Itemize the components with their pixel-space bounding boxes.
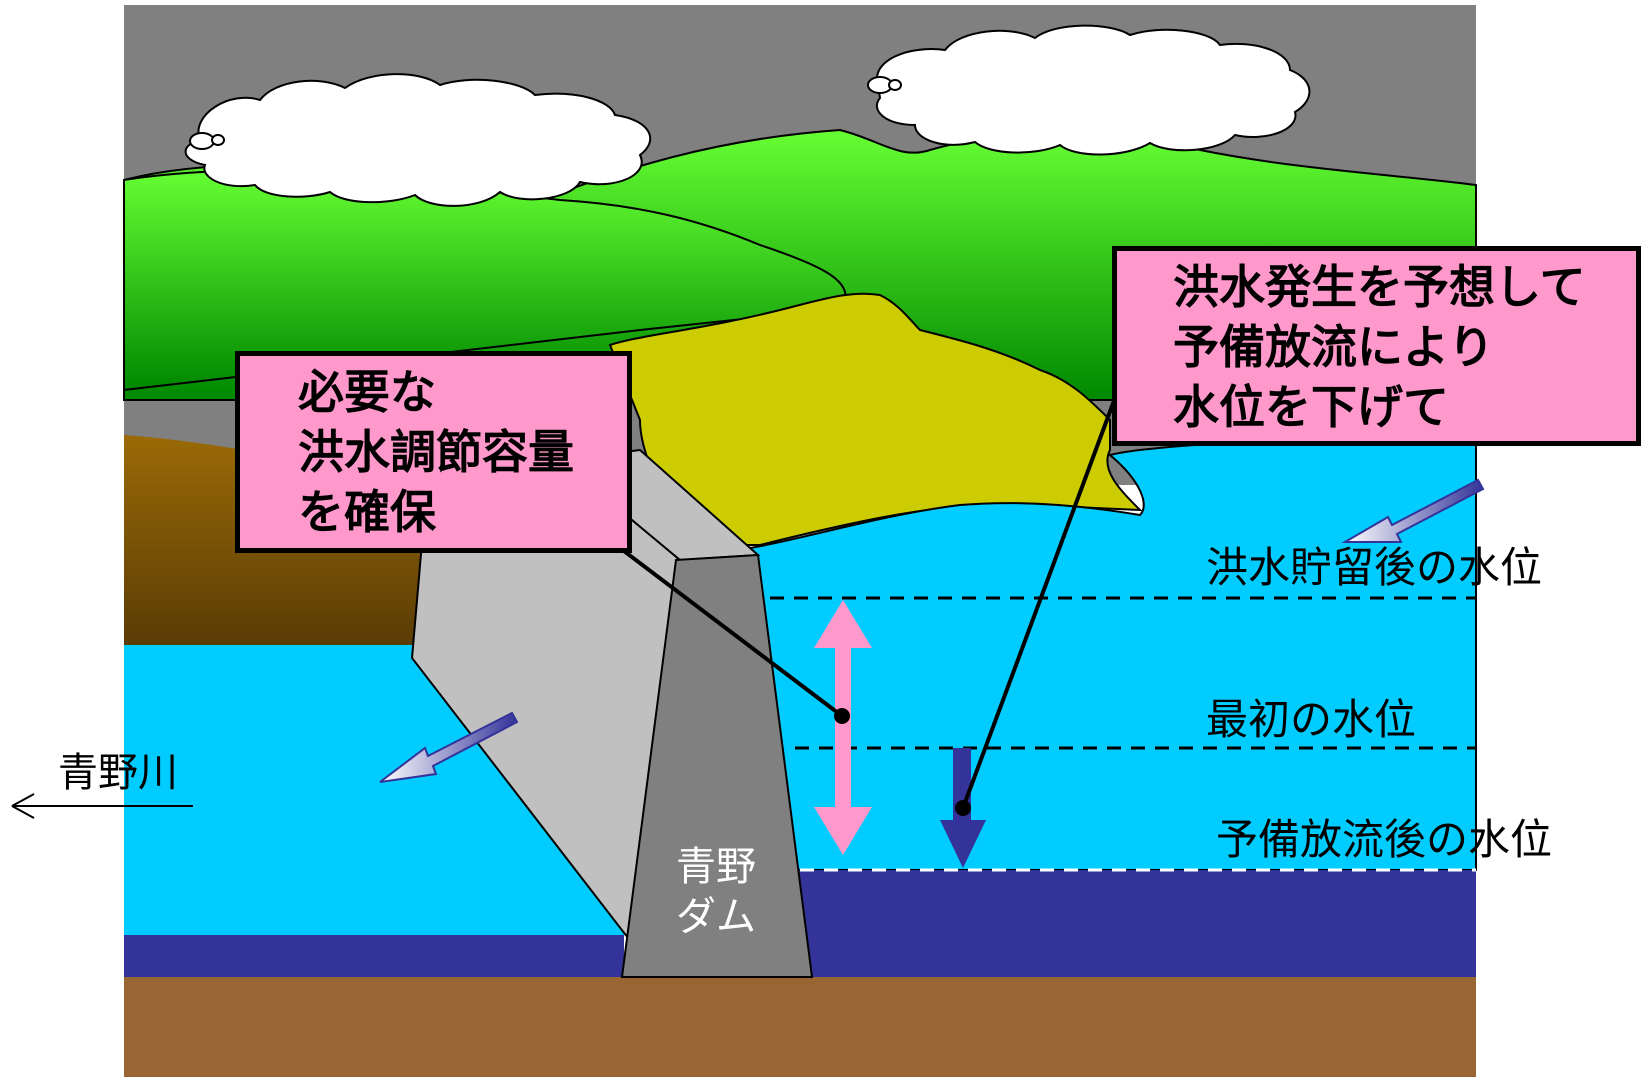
deep-water-left <box>124 935 624 977</box>
cloud-icon <box>184 73 652 207</box>
flow-arrow-icon <box>379 711 519 783</box>
cloud-icon <box>867 24 1311 156</box>
callout-line: を確保 <box>298 485 436 539</box>
valley-field <box>608 292 1143 546</box>
label-after-storage-level: 洪水貯留後の水位 <box>1206 543 1543 592</box>
callout-flood-capacity: 必要な 洪水調節容量 を確保 <box>235 351 632 553</box>
double-arrow-icon <box>814 600 872 855</box>
callout-line: 洪水調節容量 <box>298 425 574 479</box>
callout-line: 予備放流により <box>1173 320 1495 374</box>
callout-left-pointer <box>618 546 844 718</box>
left-arrow-icon <box>11 793 193 819</box>
callout-right-pointer <box>961 389 1120 809</box>
deep-water-right <box>790 870 1476 977</box>
callout-right-pointer-dot <box>955 800 971 816</box>
label-initial-level: 最初の水位 <box>1206 695 1417 744</box>
callout-left-pointer-dot <box>834 708 850 724</box>
dam-label: 青野 ダム <box>676 842 756 942</box>
label-river: 青野川 <box>58 750 178 796</box>
callout-line: 必要な <box>298 365 436 419</box>
flow-arrow-icon <box>1341 478 1485 543</box>
reservoir-upper <box>749 438 1477 871</box>
callout-preliminary-release: 洪水発生を予想して 予備放流により 水位を下げて <box>1112 246 1641 446</box>
dam-front <box>620 553 814 978</box>
ground <box>124 977 1476 1077</box>
callout-line: 洪水発生を予想して <box>1173 260 1586 314</box>
callout-line: 水位を下げて <box>1173 380 1449 434</box>
label-after-release-level: 予備放流後の水位 <box>1216 815 1553 864</box>
dam-label-line: 青野 <box>676 844 756 890</box>
dam-label-line: ダム <box>676 894 756 940</box>
